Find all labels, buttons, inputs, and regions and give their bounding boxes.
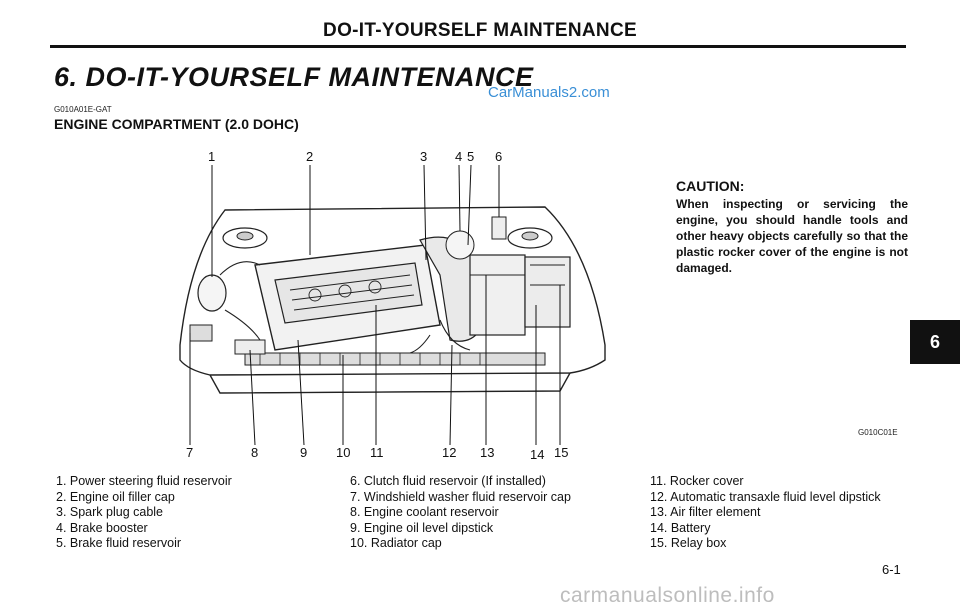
callout-12: 12 — [442, 445, 456, 460]
legend-item: 15. Relay box — [650, 536, 727, 550]
callout-7: 7 — [186, 445, 193, 460]
battery — [524, 256, 571, 328]
hood-outline — [179, 206, 606, 376]
callout-11: 11 — [370, 445, 384, 460]
chapter-title: 6. DO-IT-YOURSELF MAINTENANCE — [54, 62, 534, 92]
caution-box: CAUTION: When inspecting or servicing th… — [676, 178, 908, 276]
callout-13: 13 — [480, 445, 494, 460]
radiator-band — [244, 352, 546, 366]
callout-1: 1 — [208, 149, 215, 164]
page-number: 6-1 — [882, 562, 901, 577]
clutch-reservoir — [491, 216, 507, 240]
callout-6: 6 — [495, 149, 502, 164]
legend-item: 2. Engine oil filler cap — [56, 489, 175, 504]
legend-item: 5. Brake fluid reservoir — [56, 536, 182, 550]
section-title: ENGINE COMPARTMENT (2.0 DOHC) — [54, 116, 299, 132]
caution-title: CAUTION: — [676, 178, 745, 194]
legend-item: 7. Windshield washer fluid reservoir cap — [350, 489, 571, 504]
page-header-title: DO-IT-YOURSELF MAINTENANCE — [323, 20, 637, 41]
callout-5: 5 — [467, 149, 474, 164]
washer-reservoir-cap — [189, 324, 213, 342]
callout-8: 8 — [251, 445, 258, 460]
header-rule — [50, 45, 906, 48]
callout-15: 15 — [554, 445, 568, 460]
legend-item: 13. Air filter element — [650, 505, 761, 519]
callout-2: 2 — [306, 149, 313, 164]
front-bumper — [209, 372, 571, 394]
figure-code: G010C01E — [858, 428, 898, 437]
chapter-tab: 6 — [910, 320, 960, 364]
legend-item: 10. Radiator cap — [350, 536, 442, 550]
watermark-top: CarManuals2.com — [488, 84, 610, 101]
caution-text: When inspecting or servicing the engine,… — [676, 197, 908, 275]
callout-14: 14 — [530, 447, 544, 462]
section-code: G010A01E-GAT — [54, 105, 112, 114]
callout-3: 3 — [420, 149, 427, 164]
brake-booster — [445, 230, 475, 260]
power-steering-reservoir — [197, 274, 227, 312]
watermark-bottom: carmanualsonline.info — [560, 584, 775, 607]
legend-item: 9. Engine oil level dipstick — [350, 520, 494, 535]
legend-item: 12. Automatic transaxle fluid level dips… — [650, 489, 881, 504]
legend-item: 4. Brake booster — [56, 520, 148, 535]
legend-column-1: 1. Power steering fluid reservoir 2. Eng… — [56, 474, 232, 552]
callout-4: 4 — [455, 149, 462, 164]
legend-item: 3. Spark plug cable — [56, 505, 164, 519]
callout-10: 10 — [336, 445, 350, 460]
legend-column-3: 11. Rocker cover 12. Automatic transaxle… — [650, 474, 881, 552]
engine-compartment-diagram: 1 2 3 4 5 6 7 8 9 10 11 12 13 14 15 — [179, 149, 606, 462]
legend-item: 11. Rocker cover — [650, 474, 744, 488]
legend-item: 14. Battery — [650, 520, 711, 535]
legend-column-2: 6. Clutch fluid reservoir (If installed)… — [350, 474, 571, 552]
callout-9: 9 — [300, 445, 307, 460]
legend-item: 6. Clutch fluid reservoir (If installed) — [350, 474, 546, 488]
legend-item: 1. Power steering fluid reservoir — [56, 474, 232, 488]
legend-item: 8. Engine coolant reservoir — [350, 505, 499, 519]
air-filter-box — [469, 254, 526, 336]
